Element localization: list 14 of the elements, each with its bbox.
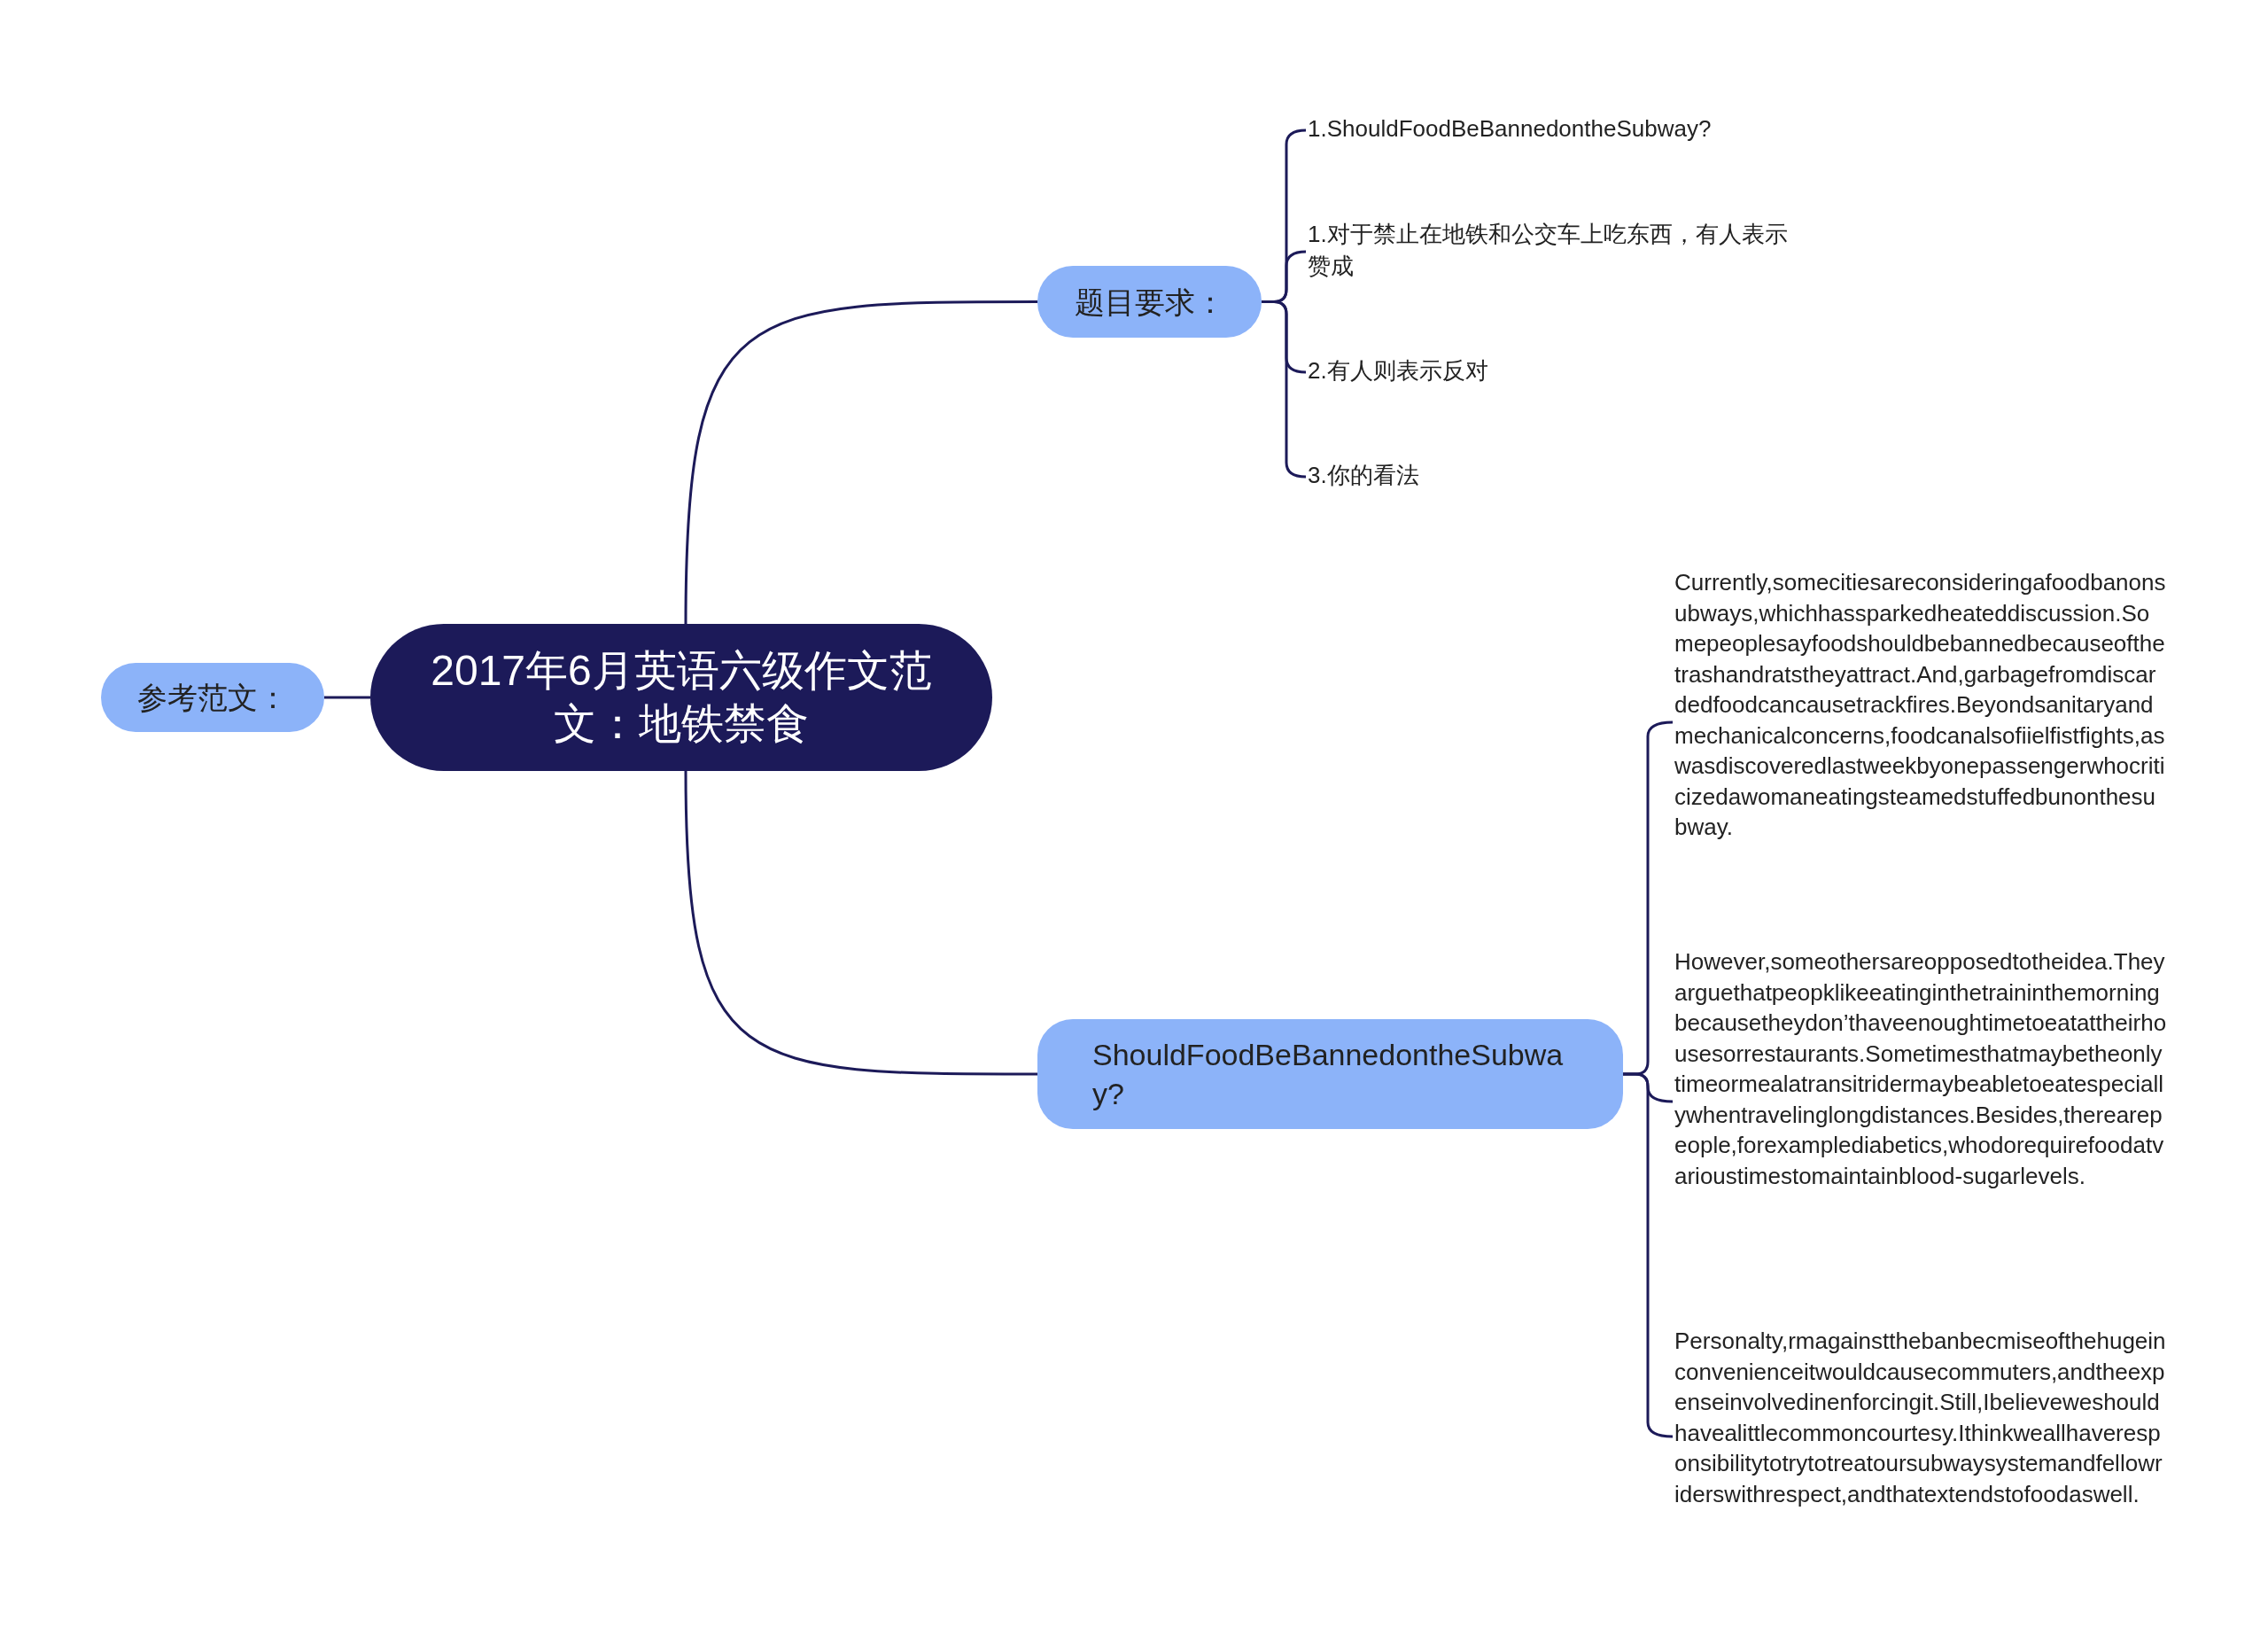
connector-line: [684, 770, 1037, 1076]
connector-line: [324, 696, 370, 699]
paragraph-text: Currently,somecitiesareconsideringafoodbanonsubways,whichhassparkedheateddiscussion.Somepeoplesayfoodshouldbebannedbecauseofthetrashandratstheyattract.And,garbagefromdiscardedfoodcancausetrackfires.Beyondsanitaryandmechanicalconcerns,foodcanalsofiielfistfights,aswasdiscoveredlastweekbyonepassengerwhocriticizedawomaneatingsteamedstuffedbunonthesubway.: [1674, 567, 2167, 877]
leaf-text: 3.你的看法: [1308, 459, 1804, 495]
topic-box: 参考范文：: [101, 663, 324, 732]
paragraph-text: Personalty,rmagainstthebanbecmiseofthehugeinconvenienceitwouldcausecommuters,andtheexpenseinvolvedinenforcingit.Still,Ibelieveweshouldhavealittlecommoncourtesy.Ithinkweallhaveresponsibilitytotrytotreatoursubwaysystemandfellowriderswithrespect,andthatextendstofoodaswell.: [1674, 1326, 2167, 1547]
leaf-text: 2.有人则表示反对: [1308, 354, 1804, 390]
connector-line: [684, 300, 1037, 625]
leaf-text: 1.ShouldFoodBeBannedontheSubway?: [1308, 113, 1804, 148]
paragraph-text: However,someothersareopposedtotheidea.Theyarguethatpeopklikeeatinginthetraininthemorningbecausetheydon’thaveenoughtimetoeatattheirhousesorrestaurants.Sometimesthatmaybetheonlytimeormealatransitridermaybeabletoeatespeciallywhentravelinglongdistances.Besides,therearepeople,forexamplediabetics,whodorequirefoodatvarioustimestomaintainblood-sugarlevels.: [1674, 946, 2167, 1257]
topic-box: ShouldFoodBeBannedontheSubway?: [1037, 1019, 1623, 1129]
central-topic-box: 2017年6月英语六级作文范文：地铁禁食: [370, 624, 992, 771]
leaf-text: 1.对于禁止在地铁和公交车上吃东西，有人表示赞成: [1308, 218, 1804, 285]
topic-box: 题目要求：: [1037, 266, 1262, 338]
